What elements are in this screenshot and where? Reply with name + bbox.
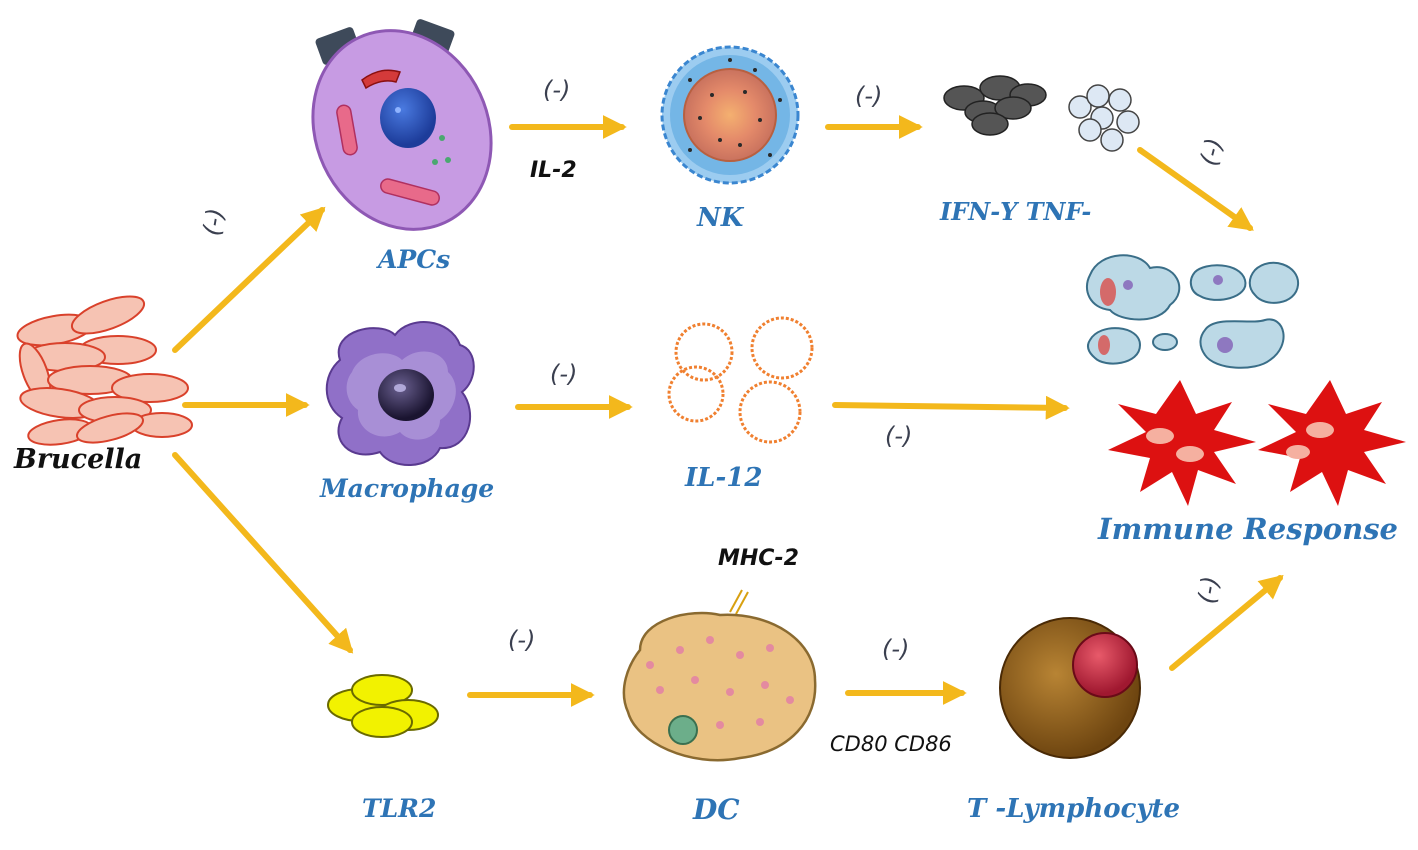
label-macrophage: Macrophage	[320, 474, 495, 503]
sign-macrophage-il12: (-)	[550, 360, 578, 388]
macrophage-cell-icon	[325, 321, 475, 466]
label-tlr2: TLR2	[362, 794, 437, 823]
label-apcs: APCs	[378, 245, 451, 274]
sign-brucella-apcs: (-)	[197, 206, 230, 238]
arrows	[172, 115, 1284, 707]
sign-nk-cytokines: (-)	[855, 82, 883, 110]
arrow-il12-to-immune	[832, 395, 1070, 420]
label-dc: DC	[693, 793, 740, 826]
label-brucella: Brucella	[14, 444, 143, 475]
brucella-bacteria-icon	[16, 295, 193, 446]
label-mhc2: MHC-2	[718, 546, 799, 571]
immune-burst-icon	[1108, 380, 1406, 506]
label-immune-response: Immune Response	[1098, 512, 1399, 546]
nk-cell-icon	[660, 45, 800, 185]
infected-cells-icon	[1085, 254, 1300, 369]
arrow-brucella-to-tlr2	[172, 452, 354, 654]
arrow-tlymphocyte-to-immune	[1169, 574, 1284, 671]
dendritic-cell-icon	[622, 589, 817, 762]
cytokine-ifn-icon	[943, 75, 1047, 136]
label-ifn-tnf: IFN-Υ TNF-	[940, 197, 1092, 226]
sign-tlr2-dc: (-)	[508, 626, 536, 654]
sign-il12-immune: (-)	[885, 422, 913, 450]
apc-cell-icon	[311, 19, 493, 231]
t-lymphocyte-cell-icon	[999, 617, 1141, 759]
sign-tlymphocyte-immune: (-)	[1192, 574, 1225, 606]
label-il2: IL-2	[530, 158, 577, 183]
sign-apcs-nk: (-)	[543, 76, 571, 104]
sign-dc-tlymphocyte: (-)	[882, 635, 910, 663]
label-nk: NK	[697, 203, 744, 233]
tlr2-receptor-icon	[327, 674, 439, 738]
label-cd80-cd86: CD80 CD86	[830, 732, 952, 756]
cytokine-tnf-icon	[1068, 84, 1140, 152]
il12-ring-icon	[667, 316, 814, 444]
sign-cytokines-immune: (-)	[1194, 135, 1229, 169]
label-il12: IL-12	[685, 463, 763, 493]
arrow-cytokines-to-immune	[1137, 147, 1254, 231]
arrow-brucella-to-apcs	[172, 206, 326, 353]
label-t-lymphocyte: T -Lymphocyte	[967, 794, 1181, 824]
